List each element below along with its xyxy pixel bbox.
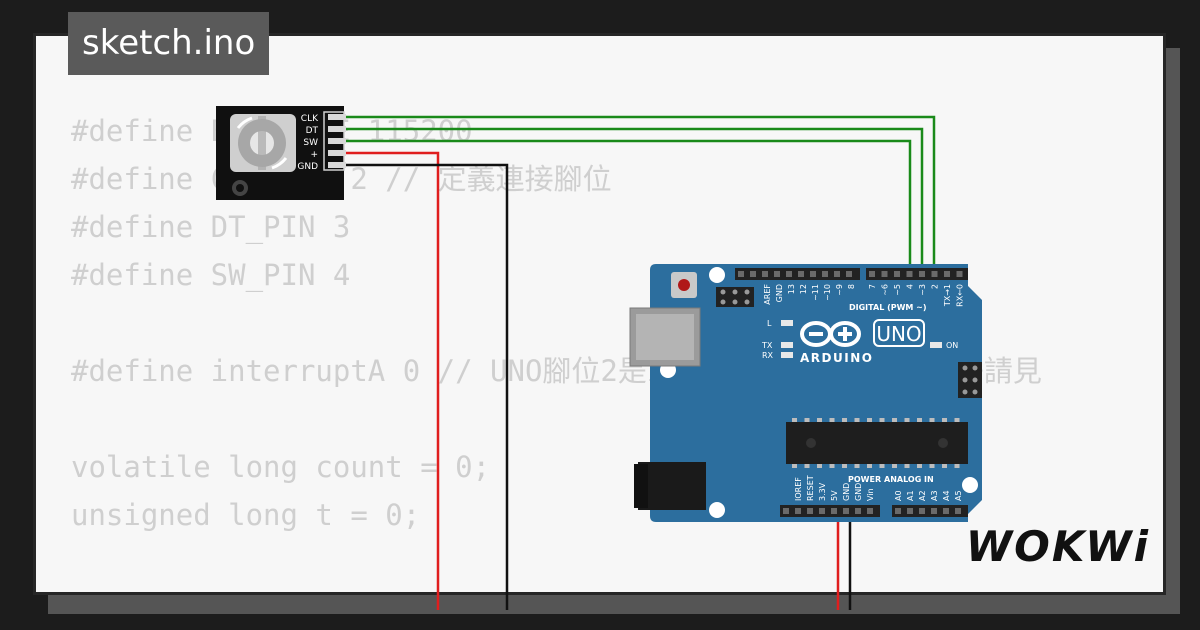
encoder-mount-hole-inner [236,184,244,192]
digital-pin-label: ~6 [881,284,890,296]
analog-pin-label: A1 [906,490,915,501]
rotary-encoder[interactable]: CLK DT SW + GND [216,106,346,200]
digital-pin-label: 4 [906,284,915,289]
digital-pin-label: ~10 [823,284,832,301]
usb-port-inner [636,314,694,360]
power-header-label: POWER [848,475,881,484]
power-pin-label: 5V [830,490,839,501]
digital-pin-label: 13 [787,284,796,294]
digital-header-label: DIGITAL (PWM ~) [849,303,927,312]
led-label-on: ON [946,341,958,350]
analog-pin-label: A5 [954,490,963,501]
wire-vcc[interactable] [345,151,440,610]
led-label-rx: RX [762,351,774,360]
icsp-header-small [716,287,754,307]
analog-header-label: ANALOG IN [884,475,934,484]
power-jack-front [634,464,648,508]
digital-pin-label: 2 [931,284,940,289]
digital-pin-label: AREF [763,284,772,305]
code-line: unsigned long t = 0; [71,498,421,532]
digital-header [735,268,968,280]
power-pin-label: 3.3V [818,482,827,501]
code-line: #define DT_PIN 3 [71,210,351,244]
digital-pin-label: ~9 [835,284,844,296]
mount-hole [709,502,725,518]
power-pin-label: GND [854,483,863,501]
power-pin-label: GND [842,483,851,501]
mount-hole [962,477,978,493]
board-model: UNO [876,322,921,346]
analog-pin-label: A3 [930,490,939,501]
digital-pin-label: ~5 [893,284,902,296]
encoder-pin-label: GND [297,162,318,172]
analog-pin-label: A4 [942,490,951,501]
digital-pin-label: 12 [799,284,808,294]
encoder-pin-label: CLK [301,114,319,124]
power-pin-label: IOREF [794,477,803,501]
led-on [930,342,942,348]
digital-pin-label: RX←0 [956,284,965,307]
wire-gnd[interactable] [345,163,509,610]
rotate-arrow-icon [236,116,253,129]
code-line: volatile long count = 0; [71,450,491,484]
analog-pin-label: A2 [918,490,927,501]
power-analog-headers [780,505,968,517]
led-label-tx: TX [761,341,773,350]
power-pin-label: RESET [806,475,815,501]
arduino-infinity-icon [800,321,861,347]
wires [345,115,936,610]
digital-pin-label: 7 [868,284,877,289]
file-tab[interactable]: sketch.ino [68,12,270,75]
led-tx [781,342,793,348]
digital-pin-label: TX→1 [943,284,952,307]
code-line: #define SW_PIN 4 [71,258,351,292]
led-label-l: L [767,319,772,328]
led-l [781,320,793,326]
wire-clk[interactable] [345,115,936,270]
reset-button-cap[interactable] [678,279,690,291]
analog-pin-label: A0 [894,490,903,501]
board-brand: ARDUINO [800,351,873,365]
digital-pin-label: 8 [847,284,856,289]
wokwi-logo: WOKWi [965,522,1150,571]
digital-pin-label: ~11 [811,284,820,301]
encoder-pins [323,111,346,171]
rotate-arrow-icon [271,157,288,170]
power-pin-label: Vin [866,488,875,501]
icsp-header [958,362,982,398]
encoder-pin-label: SW [303,138,318,148]
atmega-chip [786,418,968,468]
led-rx [781,352,793,358]
mount-hole [709,267,725,283]
digital-pin-label: GND [775,284,784,302]
encoder-pin-label: DT [306,126,319,136]
encoder-pin-label: + [310,150,318,160]
encoder-pin-labels: CLK DT SW + GND [297,114,319,172]
digital-pin-label: ~3 [918,284,927,296]
wire-sw[interactable] [345,139,912,270]
uno-badge [873,319,925,347]
encoder-shaft-flat [258,116,266,170]
wire-dt[interactable] [345,127,924,270]
power-jack [638,462,706,510]
